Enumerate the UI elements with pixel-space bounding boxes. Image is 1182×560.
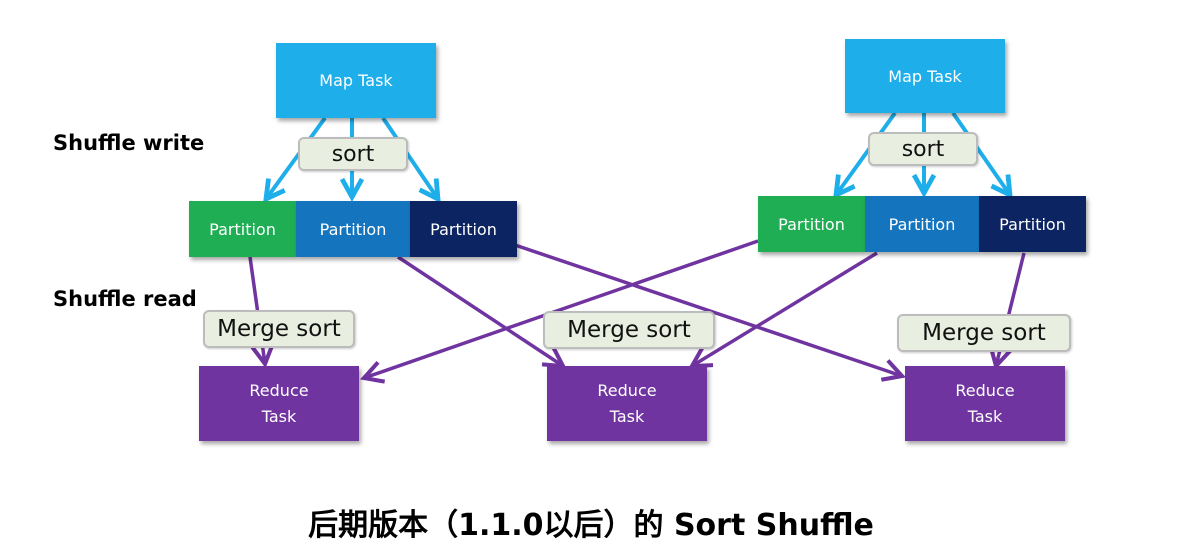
write-arrow [381,116,438,199]
reduce-task-box: Reduce Task [547,366,707,441]
reduce-task-label: Reduce [249,380,309,400]
read-arrow [514,243,902,376]
map-task-box: Map Task [845,39,1005,113]
partition-label: Partition [999,214,1066,234]
partition-box: Partition [189,201,296,257]
partition-box: Partition [865,196,979,252]
write-arrow [951,111,1010,195]
reduce-task-label: Task [261,406,297,426]
shuffle-read-label: Shuffle read [53,287,197,311]
partition-label: Partition [888,214,956,234]
reduce-task-label: Task [967,406,1003,426]
diagram-caption: 后期版本（1.1.0以后）的 Sort Shuffle [308,508,874,543]
map-task-box: Map Task [276,43,436,118]
reduce-task-label: Task [609,406,645,426]
reduce-task-box: Reduce Task [199,366,359,441]
write-arrow [266,116,327,199]
merge-sort-tag: Merge sort [203,310,355,348]
map-task-label: Map Task [319,71,393,90]
reduce-task-label: Reduce [597,380,657,400]
partition-box: Partition [296,201,410,257]
partition-label: Partition [319,219,387,239]
reduce-task-box: Reduce Task [905,366,1065,441]
partition-box: Partition [758,196,865,252]
sort-label: sort [901,136,945,162]
merge-sort-tag: Merge sort [897,314,1071,352]
sort-label: sort [331,141,375,167]
read-arrow [397,255,563,366]
map-task-label: Map Task [888,66,962,86]
partition-label: Partition [778,214,845,234]
read-arrow [364,239,759,378]
partition-label: Partition [209,219,276,239]
sort-tag: sort [298,137,408,171]
write-arrow [836,111,897,195]
read-arrow [692,251,878,366]
partition-label: Partition [430,219,497,239]
merge-sort-label: Merge sort [922,320,1046,346]
partition-box: Partition [410,201,517,257]
shuffle-write-label: Shuffle write [53,131,205,155]
sort-tag: sort [868,132,978,166]
merge-sort-tag: Merge sort [543,311,715,349]
merge-sort-label: Merge sort [567,317,691,343]
partition-box: Partition [979,196,1086,252]
merge-sort-label: Merge sort [217,316,341,342]
reduce-task-label: Reduce [955,380,1015,400]
